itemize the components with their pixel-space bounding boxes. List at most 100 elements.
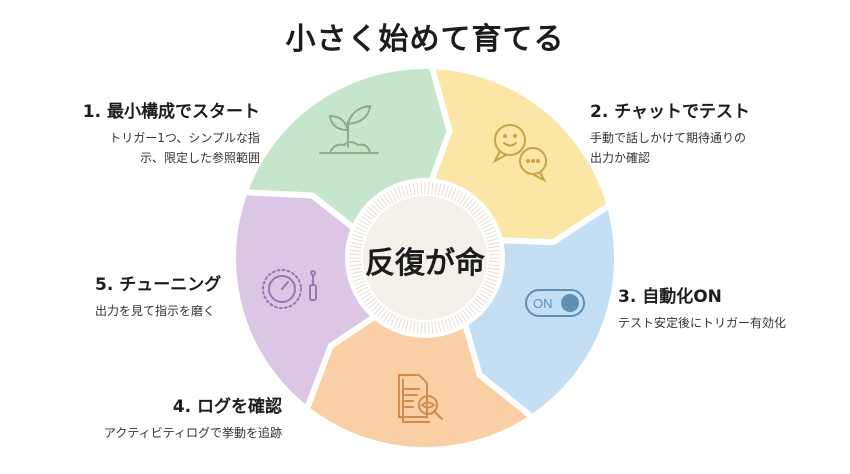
halo-tick: [444, 185, 449, 198]
center-label: 反復が命: [365, 246, 485, 281]
halo-tick: [437, 320, 442, 333]
halo-tick: [447, 317, 453, 330]
halo-tick: [476, 212, 487, 221]
halo-tick: [349, 264, 362, 267]
halo-tick: [349, 260, 362, 263]
halo-tick: [431, 182, 434, 195]
halo-tick: [368, 300, 378, 310]
halo-tick: [404, 319, 409, 332]
step-4-desc-line: アクティビティログで挙動を追跡: [104, 426, 282, 440]
halo-tick: [352, 277, 365, 282]
halo-tick: [379, 196, 388, 207]
halo-tick: [404, 184, 409, 197]
halo-tick: [484, 230, 497, 236]
chat-bubbles-icon: [492, 124, 547, 183]
halo-tick: [351, 237, 364, 242]
document-magnifier-icon: [398, 374, 443, 423]
halo-tick: [472, 300, 482, 310]
halo-tick: [401, 318, 406, 331]
toggle-on-icon: ON: [525, 289, 585, 317]
step-5-desc-line: 出力を見て指示を磨く: [95, 304, 216, 318]
halo-tick: [368, 206, 378, 216]
halo-tick: [456, 191, 464, 203]
step-1-desc-line: トリガー1つ、シンプルな指: [109, 131, 260, 145]
halo-tick: [485, 234, 498, 239]
halo-tick: [420, 182, 423, 195]
halo-tick: [379, 309, 388, 320]
halo-tick: [450, 188, 457, 200]
halo-tick: [484, 280, 497, 286]
halo-tick: [365, 297, 376, 307]
halo-tick: [488, 264, 501, 267]
halo-tick: [462, 309, 471, 320]
halo-tick: [386, 313, 394, 325]
halo-tick: [453, 190, 460, 202]
step-2-heading: 2. チャットでテスト: [590, 102, 751, 122]
halo-tick: [373, 305, 383, 315]
halo-tick: [459, 311, 467, 322]
halo-tick: [447, 186, 453, 199]
halo-tick: [352, 234, 365, 239]
halo-tick: [383, 194, 391, 205]
halo-tick: [416, 182, 419, 195]
halo-tick: [390, 190, 397, 202]
svg-text:ON: ON: [533, 296, 553, 311]
step-2-desc-line: 手動で話しかけて期待通りの: [590, 131, 747, 145]
halo-tick: [357, 286, 369, 293]
halo-tick: [486, 274, 499, 279]
halo-tick: [467, 201, 477, 211]
halo-tick: [488, 249, 501, 252]
halo-tick: [478, 216, 489, 224]
halo-tick: [450, 316, 457, 328]
step-1-desc-line: 示、限定した参照範囲: [139, 151, 260, 165]
halo-tick: [358, 219, 370, 227]
halo-tick: [485, 277, 498, 282]
halo-tick: [444, 318, 449, 331]
halo-tick: [353, 280, 366, 286]
halo-tick: [370, 302, 381, 313]
halo-tick: [487, 270, 500, 275]
step-5-label: 5. チューニング 出力を見て指示を磨く: [95, 270, 221, 321]
halo-tick: [386, 191, 394, 203]
halo-tick: [401, 185, 406, 198]
halo-tick: [358, 289, 370, 297]
center-disc: [363, 196, 487, 320]
halo-tick: [480, 289, 492, 297]
halo-tick: [376, 307, 386, 318]
halo-tick: [393, 188, 400, 200]
halo-tick: [488, 253, 501, 256]
halo-tick: [349, 249, 362, 252]
halo-tick: [363, 295, 374, 304]
step-5-heading: 5. チューニング: [95, 275, 222, 295]
halo-tick: [488, 260, 501, 263]
halo-tick: [349, 245, 362, 249]
halo-tick: [397, 186, 403, 199]
halo-tick: [365, 209, 376, 219]
halo-tick: [370, 203, 381, 214]
halo-tick: [478, 292, 489, 300]
halo-tick: [467, 305, 477, 315]
halo-tick: [412, 321, 416, 334]
halo-tick: [481, 223, 493, 230]
halo-tick: [434, 321, 438, 334]
halo-tick: [488, 267, 501, 271]
halo-tick: [420, 321, 423, 334]
halo-tick: [361, 216, 372, 224]
halo-tick: [350, 270, 363, 275]
halo-tick: [355, 226, 367, 233]
halo-tick: [393, 316, 400, 328]
step-1-heading: 1. 最小構成でスタート: [82, 102, 260, 122]
halo-tick: [408, 320, 413, 333]
step-2-label: 2. チャットでテスト 手動で話しかけて期待通りの出力か確認: [590, 97, 750, 168]
step-4-heading: 4. ログを確認: [172, 397, 282, 417]
halo-tick: [355, 283, 367, 290]
halo-tick: [469, 203, 480, 214]
halo-tick: [487, 241, 500, 246]
halo-tick: [481, 286, 493, 293]
sprout-icon: [319, 104, 379, 154]
step-3-label: 3. 自動化ON テスト安定後にトリガー有効化: [618, 282, 786, 333]
halo-tick: [361, 292, 372, 300]
halo-tick: [483, 226, 495, 233]
halo-tick: [431, 321, 434, 334]
